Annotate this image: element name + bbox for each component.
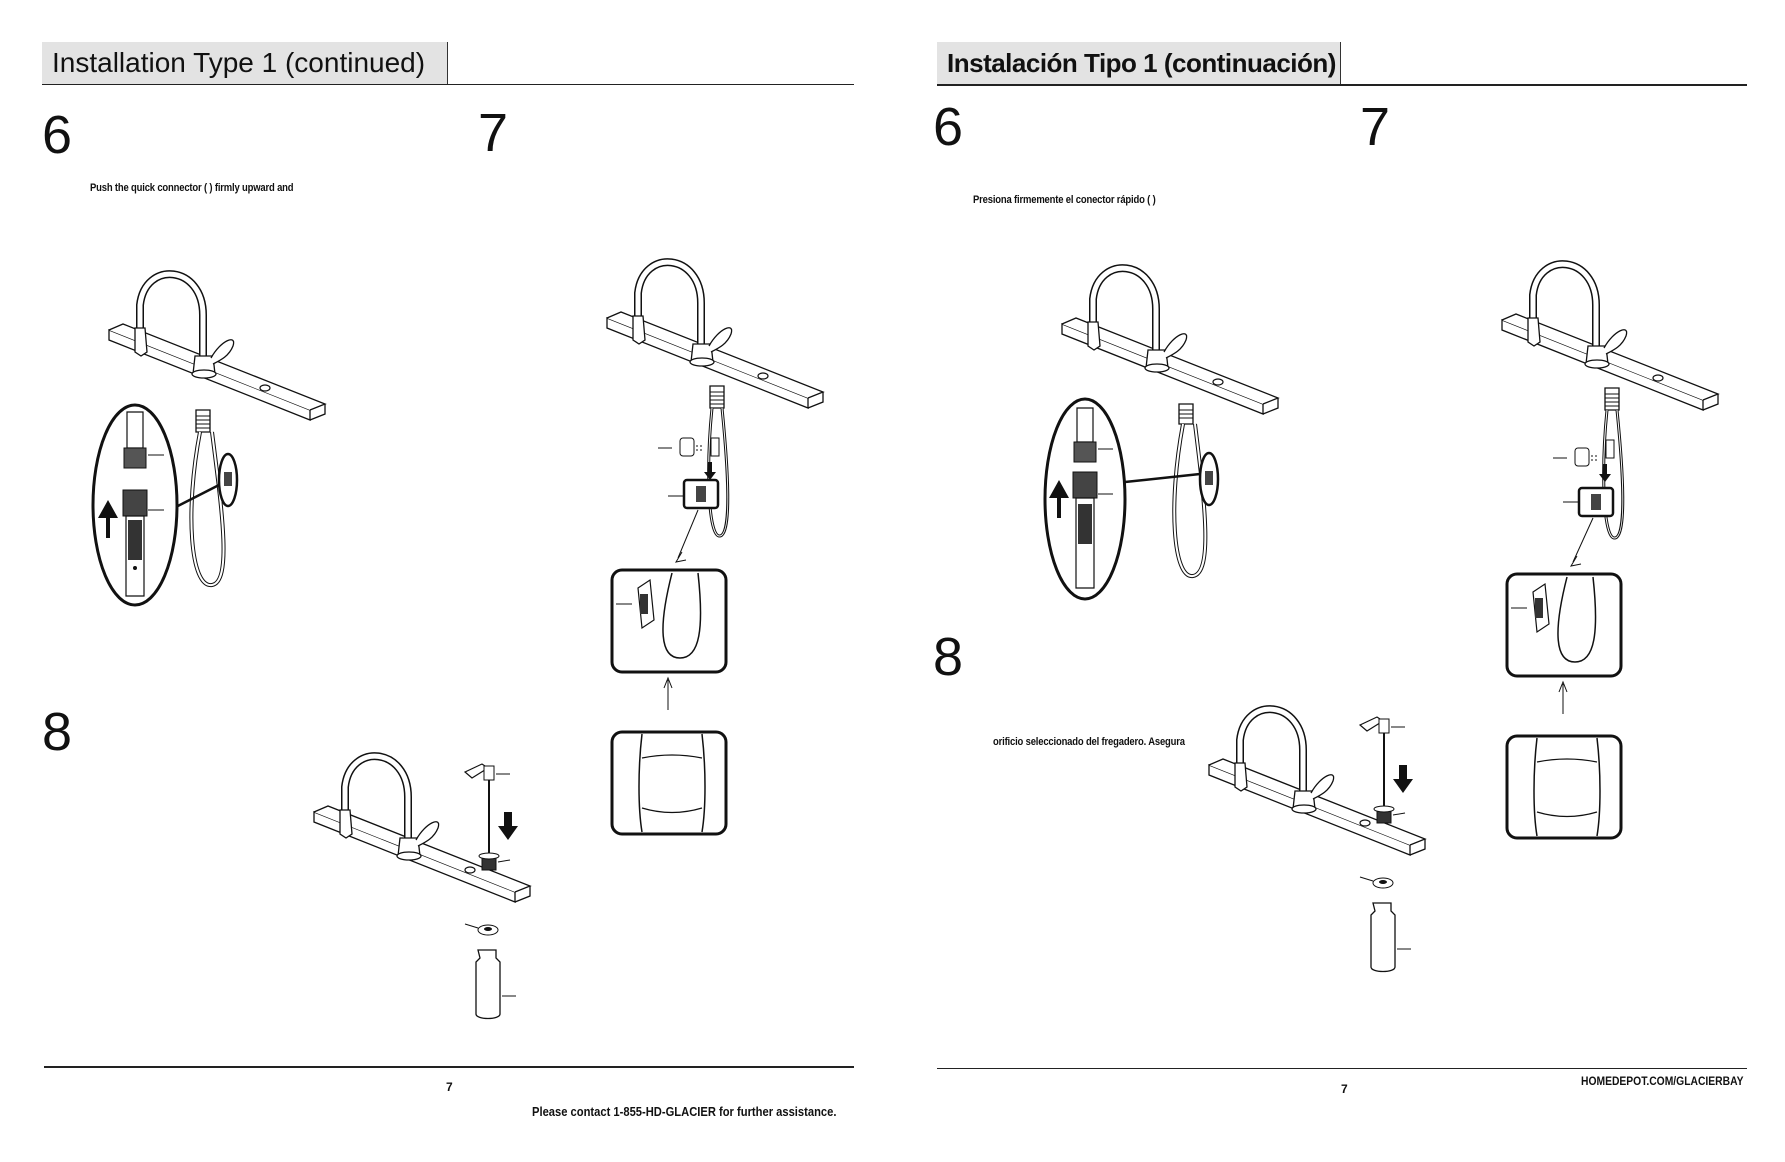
faucet-quick-connector-diagram — [1043, 264, 1303, 589]
step-8-number: 8 — [42, 702, 73, 762]
title-divider — [42, 84, 854, 85]
english-page: Installation Type 1 (continued) 6 Push t… — [0, 0, 892, 1162]
step-8-instruction: orificio seleccionado del fregadero. Ase… — [993, 736, 1185, 748]
section-title-bar: Instalación Tipo 1 (continuación) — [937, 42, 1341, 84]
step-7-number: 7 — [478, 103, 509, 163]
title-divider — [937, 84, 1747, 86]
section-title-bar: Installation Type 1 (continued) — [42, 42, 448, 84]
footer-divider — [44, 1066, 854, 1068]
website-url: HOMEDEPOT.COM/GLACIERBAY — [1581, 1074, 1744, 1088]
page-number: 7 — [1341, 1082, 1348, 1096]
spanish-page: Instalación Tipo 1 (continuación) 6 Pres… — [893, 0, 1785, 1162]
faucet-quick-connector-diagram — [90, 270, 350, 600]
step-6-number: 6 — [933, 97, 964, 157]
step-6-number: 6 — [42, 105, 73, 165]
section-title: Installation Type 1 (continued) — [52, 47, 426, 78]
footer-divider — [937, 1068, 1747, 1069]
step-6-instruction: Presiona firmemente el conector rápido (… — [973, 194, 1156, 206]
step-7-number: 7 — [1360, 97, 1391, 157]
step-6-instruction: Push the quick connector ( ) firmly upwa… — [90, 182, 294, 194]
section-title: Instalación Tipo 1 (continuación) — [947, 48, 1336, 78]
soap-dispenser-diagram — [1205, 705, 1465, 980]
step-8-number: 8 — [933, 627, 964, 687]
page-number: 7 — [446, 1080, 453, 1094]
soap-dispenser-diagram — [310, 752, 570, 1027]
faucet-hose-weight-diagram — [598, 248, 848, 848]
assistance-contact: Please contact 1-855-HD-GLACIER for furt… — [532, 1104, 837, 1119]
faucet-hose-weight-diagram — [1493, 250, 1743, 850]
